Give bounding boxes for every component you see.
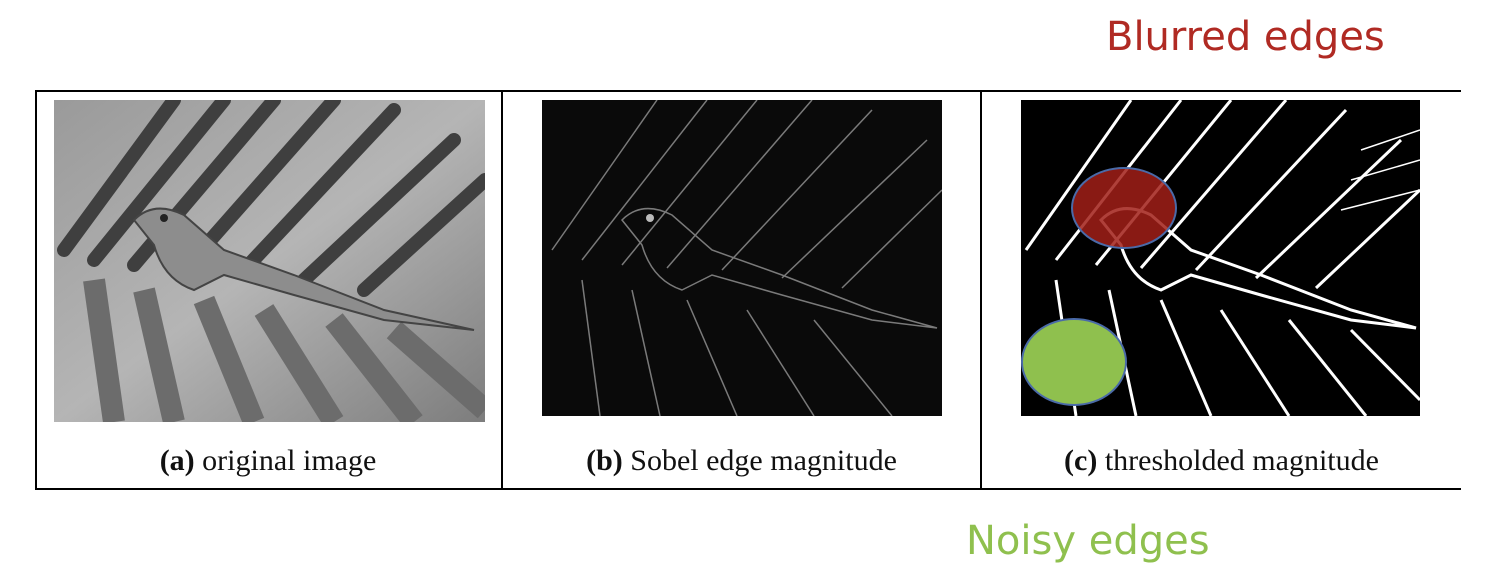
figure-table: (a) original image (b) Sobel edge magnit… <box>35 90 1461 490</box>
caption-b: (b) Sobel edge magnitude <box>586 444 897 477</box>
blurred-edges-annotation: Blurred edges <box>1106 14 1385 60</box>
table-divider-left <box>35 90 37 490</box>
noisy-edges-annotation: Noisy edges <box>966 518 1210 564</box>
thresholded-panel <box>1021 100 1420 416</box>
caption-c: (c) thresholded magnitude <box>1064 444 1379 477</box>
blurred-edges-highlight <box>1071 167 1177 249</box>
table-top-rule <box>35 90 1461 92</box>
original-image-panel <box>54 100 485 422</box>
noisy-edges-highlight <box>1021 318 1127 406</box>
sobel-edge-panel <box>542 100 942 416</box>
caption-a: (a) original image <box>159 444 377 477</box>
table-divider-1 <box>501 90 503 490</box>
table-divider-2 <box>980 90 982 490</box>
table-bottom-rule <box>35 488 1461 490</box>
